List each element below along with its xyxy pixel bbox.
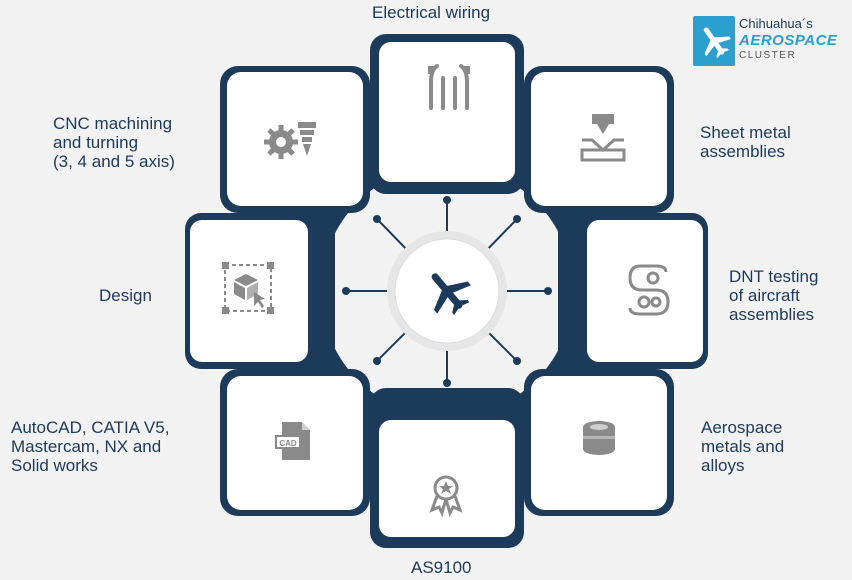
label-sheet-metal: Sheet metal assemblies	[700, 123, 791, 161]
svg-text:CAD: CAD	[279, 439, 297, 448]
label-cnc-machining: CNC machining and turning (3, 4 and 5 ax…	[53, 114, 175, 171]
label-electrical-wiring: Electrical wiring	[372, 3, 490, 22]
label-line: DNT testing	[729, 267, 819, 286]
label-cad-software: AutoCAD, CATIA V5, Mastercam, NX and Sol…	[11, 418, 169, 475]
label-line: Electrical wiring	[372, 3, 491, 22]
cnc-gear-icon	[264, 122, 316, 159]
logo-line1: Chihuahua´s	[739, 16, 813, 31]
card-dnt-testing	[558, 213, 708, 369]
label-line: assemblies	[729, 305, 815, 324]
design-cube-icon	[222, 262, 274, 314]
label-line: Sheet metal	[700, 123, 791, 142]
card-electrical-wiring	[370, 34, 524, 194]
wiring-icon	[428, 64, 470, 110]
logo-airplane-icon	[703, 27, 731, 59]
label-line: assemblies	[700, 142, 786, 161]
cluster-logo: Chihuahua´s AEROSPACE CLUSTER	[693, 14, 837, 70]
label-line: metals and	[701, 437, 785, 456]
logo-badge	[693, 16, 735, 66]
metal-part-icon	[583, 421, 615, 455]
label-line: Aerospace	[701, 418, 783, 437]
logo-line3: CLUSTER	[739, 50, 797, 61]
label-line: Solid works	[11, 456, 98, 475]
airplane-icon	[431, 273, 471, 316]
card-sheet-metal	[524, 66, 674, 213]
award-icon	[429, 475, 463, 518]
label-dnt-testing: DNT testing of aircraft assemblies	[729, 267, 818, 324]
label-line: and turning	[53, 133, 139, 152]
label-line: (3, 4 and 5 axis)	[53, 152, 175, 171]
label-line: Mastercam, NX and	[11, 437, 162, 456]
gears-s-icon	[628, 264, 670, 316]
label-line: AutoCAD, CATIA V5,	[11, 418, 170, 437]
label-design: Design	[99, 286, 152, 305]
label-as9100: AS9100	[411, 558, 472, 577]
cad-file-icon: CAD	[275, 422, 310, 460]
card-design	[185, 213, 335, 369]
label-aerospace-metals: Aerospace metals and alloys	[701, 418, 784, 475]
spoke-dots	[342, 196, 552, 387]
press-icon	[580, 114, 626, 162]
label-line: of aircraft	[729, 286, 800, 305]
card-as9100	[370, 388, 524, 548]
label-line: alloys	[701, 456, 745, 475]
label-line: Design	[99, 286, 152, 305]
label-line: CNC machining	[53, 114, 173, 133]
label-line: AS9100	[411, 558, 472, 577]
logo-line2: AEROSPACE	[739, 32, 838, 49]
